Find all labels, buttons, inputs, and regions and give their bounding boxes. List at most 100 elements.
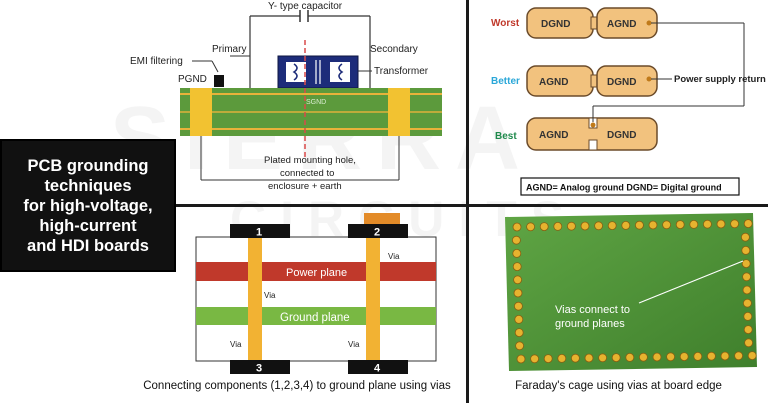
edge-via <box>734 351 744 361</box>
horizontal-divider-left <box>176 204 468 207</box>
edge-via <box>741 246 751 255</box>
via-label-1: Via <box>388 252 400 261</box>
edge-via <box>742 285 752 295</box>
edge-via <box>743 219 753 229</box>
edge-via <box>611 353 621 363</box>
annotation-pointer <box>638 260 744 304</box>
edge-via <box>514 328 524 337</box>
label-power-return: Power supply return <box>674 74 766 85</box>
label-secondary: Secondary <box>370 44 418 55</box>
best-left-label: AGND <box>539 130 568 141</box>
pgnd-connector <box>214 75 224 87</box>
edge-via <box>621 220 631 230</box>
edge-via <box>675 220 685 230</box>
edge-via <box>515 341 524 351</box>
legend-box <box>520 177 740 196</box>
edge-via <box>512 262 522 271</box>
pin-3-label: 3 <box>256 363 262 375</box>
label-sgnd: SGND <box>306 99 326 106</box>
edge-via <box>679 352 689 362</box>
better-right-label: DGND <box>607 77 636 88</box>
pin-2-component <box>348 224 408 238</box>
pgnd-via <box>190 88 212 136</box>
faraday-board <box>505 213 757 371</box>
edge-via <box>594 221 604 231</box>
via-label-2: Via <box>264 291 276 300</box>
edge-via <box>741 259 751 268</box>
edge-vias <box>512 219 757 364</box>
rank-best: Best <box>495 131 517 142</box>
page-title: PCB grounding techniques for high-voltag… <box>23 156 153 255</box>
edge-via <box>607 221 617 231</box>
pin-1-label: 1 <box>256 227 262 239</box>
label-hole-2: connected to <box>280 168 334 179</box>
edge-via <box>693 351 703 361</box>
better-right-pad <box>596 65 658 97</box>
edge-via <box>742 272 752 282</box>
better-left-label: AGND <box>539 77 568 88</box>
label-primary: Primary <box>212 44 246 55</box>
edge-via <box>530 354 539 364</box>
edge-via <box>648 220 658 230</box>
edge-via <box>512 235 521 245</box>
edge-via <box>512 222 522 232</box>
edge-via <box>720 351 730 361</box>
edge-via <box>553 221 563 231</box>
edge-via <box>557 353 567 363</box>
edge-via <box>567 221 576 231</box>
edge-via <box>743 325 753 334</box>
pin-4-component <box>348 360 408 374</box>
edge-via <box>638 352 648 362</box>
edge-via <box>743 312 753 321</box>
via-label-4: Via <box>348 340 360 349</box>
edge-via <box>706 351 716 361</box>
rank-worst: Worst <box>491 18 520 29</box>
worst-right-label: AGND <box>607 19 636 30</box>
edge-via <box>512 249 522 258</box>
annotation-line2: ground planes <box>555 318 625 330</box>
edge-via <box>730 219 740 229</box>
edge-via <box>513 288 523 298</box>
edge-via <box>514 315 524 324</box>
faraday-caption: Faraday's cage using vias at board edge <box>515 380 722 392</box>
worst-left-label: DGND <box>541 19 570 30</box>
edge-via <box>689 219 699 229</box>
edge-via <box>580 221 590 231</box>
via-stack-diagram: Power plane Ground plane 1 2 3 4 Via Via… <box>195 213 437 375</box>
mounting-hole-via <box>388 88 410 136</box>
edge-via <box>526 222 535 232</box>
edge-via <box>598 353 608 363</box>
via-left <box>248 238 262 360</box>
edge-via <box>513 275 522 285</box>
edge-via <box>740 232 750 242</box>
legend-text: AGND= Analog ground DGND= Digital ground <box>526 183 722 193</box>
edge-via <box>571 353 580 363</box>
edge-via <box>747 351 757 361</box>
pin-2-label: 2 <box>374 227 380 239</box>
edge-via <box>514 301 523 311</box>
edge-via <box>742 298 752 308</box>
edge-via <box>744 338 754 348</box>
faraday-cage-diagram: Vias connect to ground planes <box>505 213 757 371</box>
edge-via <box>716 219 726 229</box>
isolation-diagram: Y- type capacitor Primary EMI filtering … <box>130 1 442 192</box>
pin-4-label: 4 <box>374 363 381 375</box>
label-pgnd: PGND <box>178 74 207 85</box>
edge-via <box>543 354 553 364</box>
edge-via <box>625 352 635 362</box>
horizontal-divider-right <box>466 204 768 207</box>
edge-via <box>539 222 549 232</box>
edge-via <box>516 354 526 364</box>
power-plane-label: Power plane <box>286 267 347 279</box>
label-ycap: Y- type capacitor <box>268 1 343 12</box>
best-right-label: DGND <box>607 130 636 141</box>
pin-3-component <box>230 360 290 374</box>
label-emi: EMI filtering <box>130 56 183 67</box>
via-label-3: Via <box>230 340 242 349</box>
pin-1-component <box>230 224 290 238</box>
edge-via <box>584 353 594 363</box>
title-box: PCB grounding techniques for high-voltag… <box>0 139 176 272</box>
ground-split-diagram: Worst Better Best DGND AGND AGND DGND AG… <box>491 7 766 196</box>
edge-via <box>666 352 676 362</box>
via-right <box>366 238 380 360</box>
